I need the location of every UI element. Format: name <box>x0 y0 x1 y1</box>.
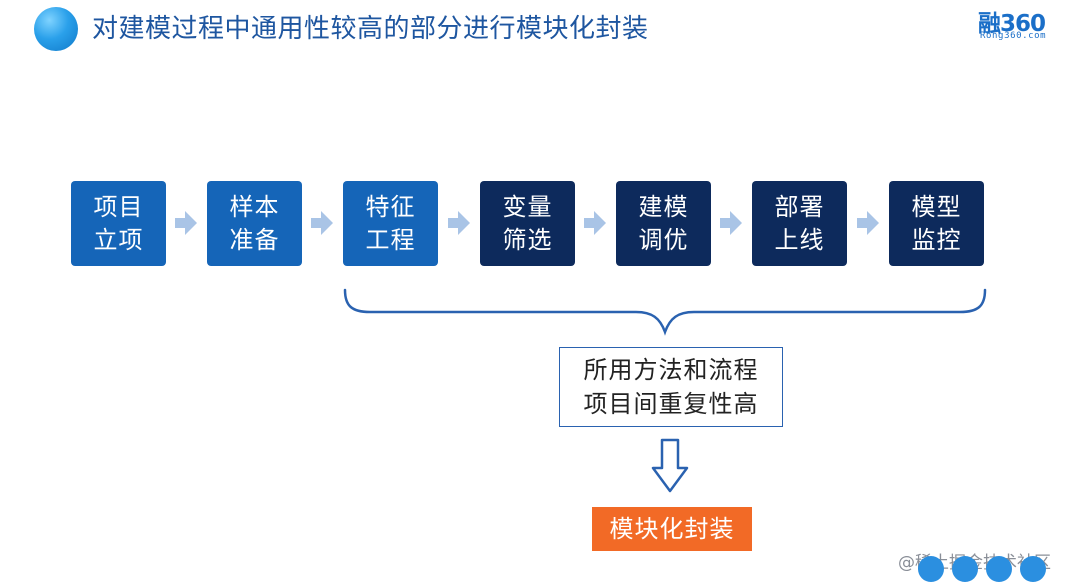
down-arrow-icon <box>651 438 689 493</box>
watermark-icons <box>918 556 1048 584</box>
step-modeling-tuning: 建模调优 <box>616 181 711 266</box>
right-arrow-icon <box>584 211 606 235</box>
step-label-line1: 变量 <box>502 192 553 221</box>
step-project-initiation: 项目立项 <box>71 181 166 266</box>
right-arrow-icon <box>448 211 470 235</box>
curly-brace <box>343 288 987 336</box>
watermark-badge-icon <box>918 556 944 582</box>
step-label-line2: 监控 <box>911 225 962 254</box>
watermark-badge-icon <box>1020 556 1046 582</box>
step-label-line1: 部署 <box>774 192 825 221</box>
right-arrow-icon <box>311 211 333 235</box>
step-deployment: 部署上线 <box>752 181 847 266</box>
step-label-line2: 上线 <box>774 225 825 254</box>
page-title: 对建模过程中通用性较高的部分进行模块化封装 <box>92 14 649 44</box>
watermark-badge-icon <box>986 556 1012 582</box>
reason-box: 所用方法和流程 项目间重复性高 <box>559 347 783 427</box>
step-sample-preparation: 样本准备 <box>207 181 302 266</box>
step-label-line1: 建模 <box>638 192 689 221</box>
watermark-badge-icon <box>952 556 978 582</box>
step-label-line2: 准备 <box>229 225 280 254</box>
step-label-line2: 立项 <box>93 225 144 254</box>
step-variable-selection: 变量筛选 <box>480 181 575 266</box>
step-label-line2: 调优 <box>638 225 689 254</box>
right-arrow-icon <box>720 211 742 235</box>
logo-text: 融360 <box>978 11 1046 37</box>
step-label-line1: 项目 <box>93 192 144 221</box>
right-arrow-icon <box>175 211 197 235</box>
step-label-line1: 模型 <box>911 192 962 221</box>
step-label-line2: 工程 <box>365 225 416 254</box>
step-label-line2: 筛选 <box>502 225 553 254</box>
step-label-line1: 样本 <box>229 192 280 221</box>
step-feature-engineering: 特征工程 <box>343 181 438 266</box>
reason-line1: 所用方法和流程 <box>583 356 759 384</box>
step-model-monitoring: 模型监控 <box>889 181 984 266</box>
logo: 融360 Rong360.com <box>978 4 1068 46</box>
logo-subtext: Rong360.com <box>980 31 1047 41</box>
right-arrow-icon <box>857 211 879 235</box>
step-label-line1: 特征 <box>365 192 416 221</box>
reason-line2: 项目间重复性高 <box>583 390 759 418</box>
title-bullet-icon <box>34 7 78 51</box>
result-box: 模块化封装 <box>592 507 752 551</box>
